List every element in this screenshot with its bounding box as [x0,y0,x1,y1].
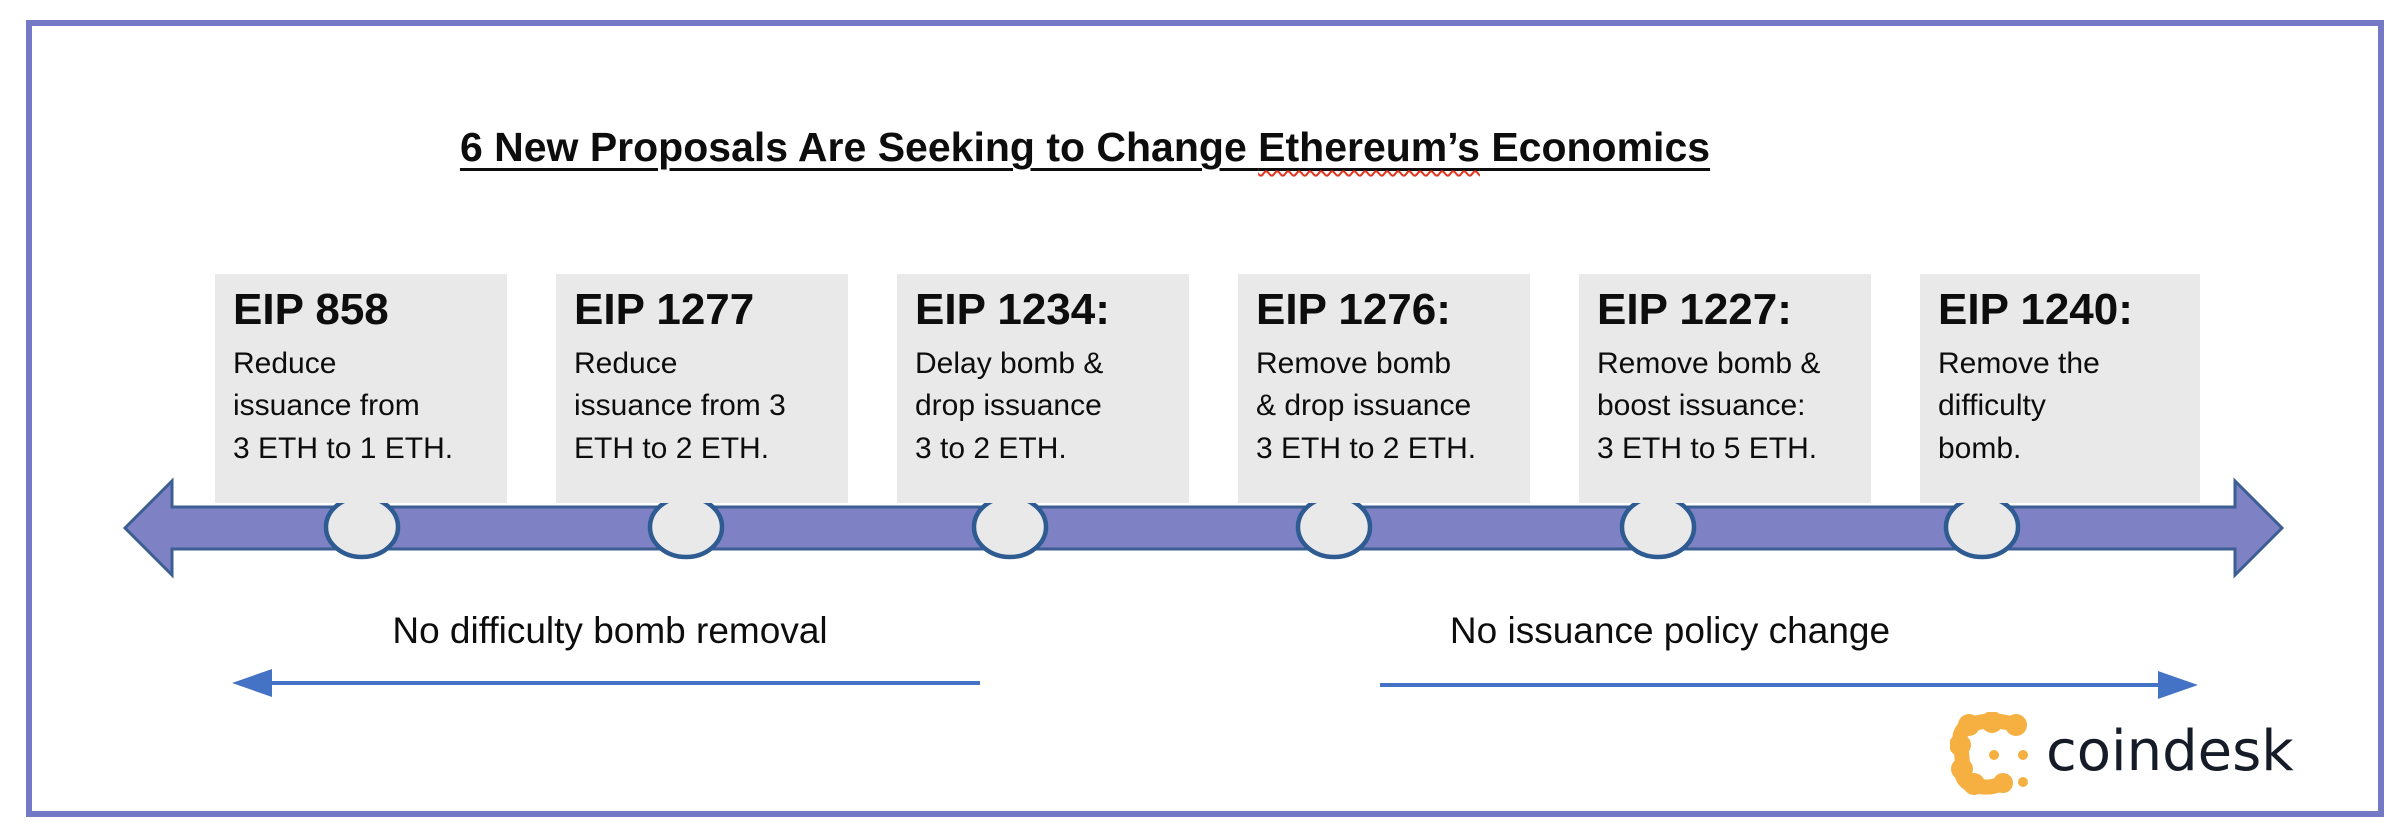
page-title: 6 New Proposals Are Seeking to Change Et… [460,124,1710,171]
proposal-heading: EIP 1277 [574,285,755,334]
proposal-heading: EIP 1240: [1938,285,2133,334]
proposal-card: EIP 1277 Reduce issuance from 3 ETH to 2… [556,274,848,503]
proposal-heading: EIP 858 [233,285,389,334]
proposal-body: Remove bomb & boost issuance: 3 ETH to 5… [1597,346,1821,465]
annotation-label-left: No difficulty bomb removal [392,610,828,651]
coindesk-mark-icon [1950,712,2028,795]
proposal-card: EIP 1234: Delay bomb & drop issuance 3 t… [897,274,1189,503]
proposal-heading: EIP 1227: [1597,285,1792,334]
annotation-label-right: No issuance policy change [1449,610,1891,651]
coindesk-logo: coindesk [1950,710,2370,802]
proposal-heading: EIP 1276: [1256,285,1451,334]
proposal-card: EIP 1240: Remove the difficulty bomb. [1920,274,2200,503]
proposal-heading: EIP 1234: [915,285,1110,334]
title-misspelled-word: Ethereum’s [1258,124,1480,170]
proposal-card: EIP 1227: Remove bomb & boost issuance: … [1579,274,1871,503]
title-suffix: Economics [1479,124,1711,170]
proposal-card: EIP 1276: Remove bomb & drop issuance 3 … [1238,274,1530,503]
title-prefix: 6 New Proposals Are Seeking to Change [459,124,1259,170]
coindesk-wordmark: coindesk [2046,719,2294,784]
proposal-body: Reduce issuance from 3 ETH to 1 ETH. [233,346,454,465]
proposal-body: Remove bomb & drop issuance 3 ETH to 2 E… [1256,346,1477,465]
proposal-body: Reduce issuance from 3 ETH to 2 ETH. [574,346,786,465]
proposal-card: EIP 858 Reduce issuance from 3 ETH to 1 … [215,274,507,503]
proposal-body: Delay bomb & drop issuance 3 to 2 ETH. [915,346,1104,465]
proposal-body: Remove the difficulty bomb. [1938,346,2100,465]
outer-frame [26,20,2384,817]
